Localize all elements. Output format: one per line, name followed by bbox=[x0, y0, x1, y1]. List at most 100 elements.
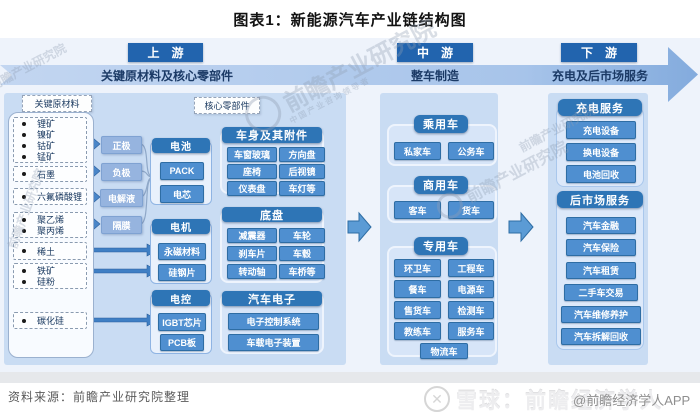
midstream-to-downstream-arrow bbox=[508, 211, 534, 243]
battery-group-header: 电池 bbox=[152, 138, 210, 153]
material-item: 聚丙烯 bbox=[14, 225, 86, 236]
material-item: 铁矿 bbox=[14, 265, 86, 276]
service-auto-finance: 汽车金融 bbox=[566, 217, 636, 234]
component-steering-wheel: 方向盘 bbox=[279, 147, 325, 162]
component-magnet: 永磁材料 bbox=[158, 243, 206, 260]
service-auto-insurance: 汽车保险 bbox=[566, 239, 636, 256]
control-group-header: 电控 bbox=[152, 290, 210, 306]
material-group-lipf6: 六氟磷酸锂 bbox=[13, 188, 87, 205]
chart-title: 图表1：新能源汽车产业链结构图 bbox=[233, 12, 467, 29]
connector-cathode bbox=[139, 143, 152, 177]
component-window-glass: 车窗玻璃 bbox=[227, 147, 277, 162]
component-pcb: PCB板 bbox=[160, 334, 204, 351]
vehicle-power-supply: 电源车 bbox=[448, 280, 494, 298]
material-item: 锰矿 bbox=[14, 151, 86, 162]
vehicle-private-car: 私家车 bbox=[394, 142, 441, 160]
component-silicon-steel: 硅钢片 bbox=[158, 264, 206, 281]
component-cell: 电芯 bbox=[160, 185, 204, 203]
stage-midstream: 中 游 bbox=[397, 43, 473, 62]
component-drive-shaft: 转动轴 bbox=[227, 264, 277, 279]
material-item: 镍矿 bbox=[14, 129, 86, 140]
bullet-icon bbox=[22, 194, 26, 199]
material-group-rare-earth: 稀土 bbox=[13, 242, 87, 260]
component-pack: PACK bbox=[160, 162, 204, 180]
flow-band-arrow bbox=[0, 47, 698, 102]
bullet-icon bbox=[22, 143, 26, 148]
vehicle-vending: 售货车 bbox=[394, 301, 441, 319]
service-battery-swap: 换电设备 bbox=[566, 143, 636, 161]
vehicle-engineering: 工程车 bbox=[448, 259, 494, 277]
motor-group-header: 电机 bbox=[152, 219, 210, 234]
arrow-sic-igbt bbox=[87, 313, 159, 327]
battery-part-electrolyte: 电解液 bbox=[100, 189, 143, 207]
component-shock-absorber: 减震器 bbox=[227, 228, 277, 243]
battery-part-anode: 负极 bbox=[101, 163, 142, 181]
material-item: 六氟磷酸锂 bbox=[14, 191, 86, 202]
component-lights: 车灯等 bbox=[279, 181, 325, 196]
vehicle-service: 服务车 bbox=[448, 322, 494, 340]
arrow-iron-silicon-steel bbox=[87, 264, 159, 278]
material-group-battery-ores: 锂矿 镍矿 钴矿 锰矿 bbox=[13, 117, 87, 163]
band-midstream-label: 整车制造 bbox=[410, 68, 459, 83]
service-used-car-trading: 二手车交易 bbox=[564, 284, 638, 301]
material-group-iron-silicon: 铁矿 硅粉 bbox=[13, 263, 87, 289]
battery-part-cathode: 正极 bbox=[101, 136, 142, 154]
vehicle-training: 教练车 bbox=[394, 322, 441, 340]
bullet-icon bbox=[22, 121, 26, 126]
battery-part-separator: 隔膜 bbox=[101, 216, 142, 234]
materials-section-label: 关键原材料 bbox=[22, 95, 92, 112]
bullet-icon bbox=[22, 318, 26, 323]
material-item: 硅粉 bbox=[14, 276, 86, 287]
xueqiu-logo-icon: ✕ bbox=[424, 386, 450, 412]
component-igbt: IGBT芯片 bbox=[158, 313, 206, 331]
chassis-group-header: 底盘 bbox=[222, 207, 322, 222]
component-hub: 车毂 bbox=[279, 246, 325, 261]
component-onboard-electronics: 车载电子装置 bbox=[228, 334, 319, 351]
electronics-group-header: 汽车电子 bbox=[222, 291, 322, 306]
aftermarket-group-header: 后市场服务 bbox=[557, 191, 643, 208]
bullet-icon bbox=[22, 154, 26, 159]
material-group-polymers: 聚乙烯 聚丙烯 bbox=[13, 212, 87, 238]
vehicle-bus: 客车 bbox=[394, 201, 441, 219]
body-group-header: 车身及其附件 bbox=[222, 127, 322, 143]
app-handle: @前瞻经济学人APP bbox=[573, 393, 691, 408]
source-note: 资料来源：前瞻产业研究院整理 bbox=[8, 390, 191, 404]
xueqiu-watermark-text: 雪球：前瞻经济学人 bbox=[456, 390, 663, 413]
commercial-group-header: 商用车 bbox=[414, 176, 468, 194]
material-item: 碳化硅 bbox=[14, 315, 86, 326]
component-axle: 车桥等 bbox=[279, 264, 325, 279]
vehicle-official-car: 公务车 bbox=[448, 142, 494, 160]
vehicle-truck: 货车 bbox=[448, 201, 494, 219]
upstream-to-midstream-arrow bbox=[347, 211, 372, 243]
service-charging-equipment: 充电设备 bbox=[566, 121, 636, 139]
material-group-graphite: 石墨 bbox=[13, 166, 87, 182]
bullet-icon bbox=[22, 217, 26, 222]
component-ecu: 电子控制系统 bbox=[228, 313, 319, 330]
stage-upstream: 上 游 bbox=[128, 43, 203, 62]
material-item: 石墨 bbox=[14, 169, 86, 180]
service-auto-rental: 汽车租赁 bbox=[566, 262, 636, 279]
bullet-icon bbox=[22, 268, 26, 273]
stage-downstream: 下 游 bbox=[561, 43, 637, 62]
bullet-icon bbox=[22, 228, 26, 233]
components-section-label: 核心零部件 bbox=[194, 97, 260, 114]
bullet-icon bbox=[22, 279, 26, 284]
charging-group-header: 充电服务 bbox=[558, 99, 642, 116]
vehicle-inspection: 检测车 bbox=[448, 301, 494, 319]
bullet-icon bbox=[22, 249, 26, 253]
component-dashboard: 仪表盘 bbox=[227, 181, 277, 196]
component-brake-pad: 刹车片 bbox=[227, 246, 277, 261]
arrow-rare-earth-magnet bbox=[87, 243, 159, 257]
component-seat: 座椅 bbox=[227, 164, 277, 179]
material-item: 稀土 bbox=[14, 246, 86, 257]
service-maintenance: 汽车维修养护 bbox=[561, 306, 641, 323]
band-downstream-label: 充电及后市场服务 bbox=[551, 68, 648, 83]
service-battery-recycling: 电池回收 bbox=[566, 165, 636, 183]
component-wheel: 车轮 bbox=[279, 228, 325, 243]
vehicle-dining: 餐车 bbox=[394, 280, 441, 298]
band-upstream-label: 关键原材料及核心零部件 bbox=[100, 68, 233, 83]
component-rearview-mirror: 后视镜 bbox=[279, 164, 325, 179]
vehicle-sanitation: 环卫车 bbox=[394, 259, 441, 277]
